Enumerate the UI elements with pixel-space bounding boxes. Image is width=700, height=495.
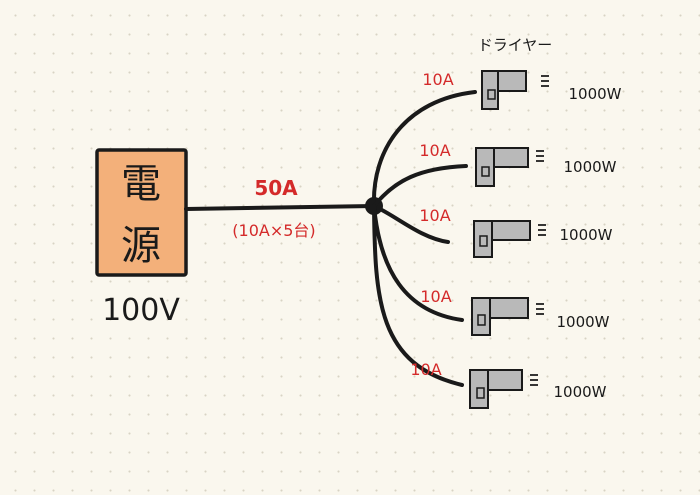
main-cable: [184, 204, 376, 211]
branch-3: 10A 1000W: [419, 206, 613, 258]
dryer-icon: [475, 147, 544, 187]
branch-cable-5: [372, 204, 464, 387]
branch-4-power: 1000W: [556, 313, 609, 331]
devices-title: ドライヤー: [478, 36, 553, 54]
main-current-label: 50A: [254, 176, 298, 200]
branch-cable-2: [372, 164, 468, 208]
main-breakdown-label: (10A×5台): [232, 221, 315, 240]
dryer-icon: [471, 297, 544, 336]
branch-cable-1: [371, 90, 477, 208]
branch-cable-3: [372, 204, 450, 244]
power-source-label-1: 電: [121, 161, 161, 207]
branch-5-power: 1000W: [553, 383, 606, 401]
branch-5: 10A 1000W: [410, 360, 607, 409]
branch-2-current: 10A: [419, 141, 450, 160]
branch-2-power: 1000W: [563, 158, 616, 176]
branch-cable-4: [372, 204, 464, 322]
voltage-label: 100V: [102, 293, 180, 328]
power-source-box: [95, 148, 188, 277]
branch-3-current: 10A: [419, 206, 450, 225]
branch-2: 10A 1000W: [419, 141, 617, 187]
branch-4: 10A 1000W: [420, 287, 610, 336]
dryer-icon: [469, 369, 538, 409]
power-source-label-2: 源: [121, 223, 161, 269]
branch-1-current: 10A: [422, 70, 453, 89]
branch-1: 10A 1000W: [422, 70, 622, 110]
branch-3-power: 1000W: [559, 226, 612, 244]
branch-5-current: 10A: [410, 360, 441, 379]
branch-4-current: 10A: [420, 287, 451, 306]
dryer-icon: [481, 70, 549, 110]
dryer-icon: [473, 220, 546, 258]
branch-1-power: 1000W: [568, 85, 621, 103]
